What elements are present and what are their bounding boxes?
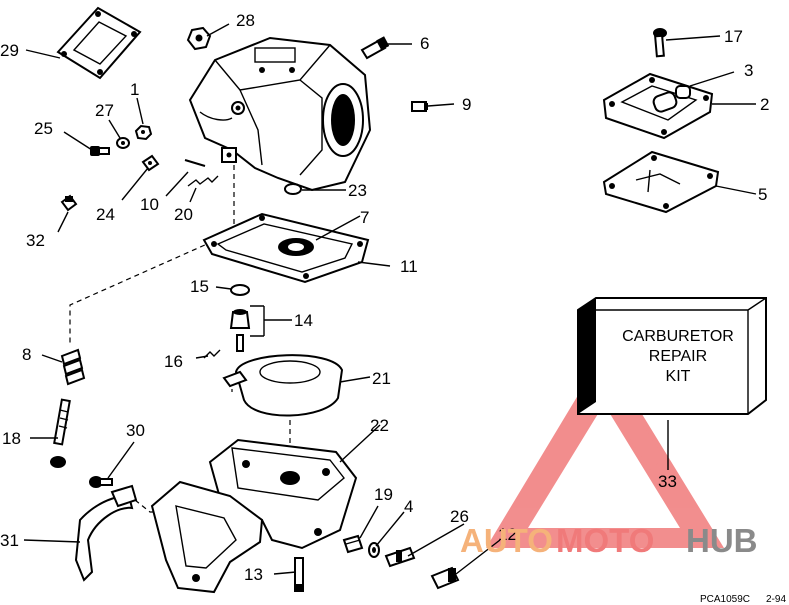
label-14: 14 [294, 311, 313, 330]
label-30: 30 [126, 421, 145, 440]
label-1: 1 [130, 80, 139, 99]
part-8-spring [60, 348, 86, 386]
label-3: 3 [744, 61, 753, 80]
kit-line-3: KIT [666, 368, 691, 385]
needle-valve-parts [203, 284, 251, 359]
label-15: 15 [190, 277, 209, 296]
label-8: 8 [22, 345, 31, 364]
small-parts-left [60, 124, 219, 212]
part-4-washer [368, 542, 380, 558]
part-18-idle-screw [50, 398, 71, 468]
kit-line-1: CARBURETOR [622, 328, 734, 345]
label-25: 25 [34, 119, 53, 138]
part-16-pin [203, 349, 221, 359]
part-30-screw [89, 476, 113, 488]
label-6: 6 [420, 34, 429, 53]
label-10: 10 [140, 195, 159, 214]
watermark-auto: AUTO [460, 522, 553, 559]
label-27: 27 [95, 101, 114, 120]
part-9-plug [411, 101, 428, 112]
label-16: 16 [164, 352, 183, 371]
label-18: 18 [2, 429, 21, 448]
label-26: 26 [450, 507, 469, 526]
part-14-needle-seat [229, 309, 251, 352]
part-3-primer [652, 85, 691, 113]
part-19-spring [342, 534, 364, 554]
part-21-float [222, 354, 344, 417]
label-20: 20 [174, 205, 193, 224]
part-24-washer [141, 154, 160, 172]
part-12-plug [430, 566, 460, 590]
label-29: 29 [0, 41, 19, 60]
watermark-moto: MOTO [556, 522, 654, 559]
label-13: 13 [244, 565, 263, 584]
drawing-code: PCA1059C [700, 594, 750, 605]
fittings-bottom [294, 534, 460, 592]
label-21: 21 [372, 369, 391, 388]
part-32-fitting [60, 194, 78, 212]
part-20-spring [187, 175, 219, 187]
label-11: 11 [400, 257, 418, 276]
part-26-fitting [384, 546, 416, 568]
watermark-logo [486, 352, 724, 548]
part-10-pin [184, 159, 206, 167]
bracket-arm [150, 480, 264, 594]
label-32: 32 [26, 231, 45, 250]
drawing-date: 2-94 [766, 594, 786, 605]
part-carb-upper-body [188, 36, 372, 192]
part-22-float-bowl-body [208, 438, 358, 550]
label-24: 24 [96, 205, 115, 224]
label-22: 22 [370, 416, 389, 435]
label-4: 4 [404, 497, 413, 516]
label-12: 12 [498, 525, 517, 544]
label-19: 19 [374, 485, 393, 504]
label-23: 23 [348, 181, 367, 200]
part-15-o-ring [230, 284, 250, 296]
label-28: 28 [236, 11, 255, 30]
label-17: 17 [724, 27, 743, 46]
part-29-gasket [56, 6, 142, 80]
part-17-screw [653, 28, 667, 58]
part-number-labels: 28 29 6 9 1 27 25 24 10 20 23 32 7 11 15… [0, 11, 769, 584]
leader-lines [23, 23, 757, 575]
part-13-screw [294, 557, 304, 592]
label-33: 33 [658, 472, 677, 491]
part-23-plug [284, 183, 302, 195]
label-31: 31 [0, 531, 19, 550]
watermark-text: AUTO MOTO HUB [460, 522, 758, 559]
part-6-screw [360, 36, 390, 60]
part-31-clamp-strap [74, 484, 138, 582]
watermark-hub: HUB [686, 522, 758, 559]
part-7-11-diaphragm-gasket [202, 212, 370, 284]
part-5-gasket [602, 150, 720, 214]
label-7: 7 [360, 208, 369, 227]
label-5: 5 [758, 185, 767, 204]
label-9: 9 [462, 95, 471, 114]
kit-line-2: REPAIR [649, 348, 707, 365]
part-25-screw [90, 146, 110, 156]
label-2: 2 [760, 95, 769, 114]
part-28-nut [186, 26, 212, 51]
part-33-repair-kit-box: CARBURETOR REPAIR KIT [577, 297, 767, 415]
